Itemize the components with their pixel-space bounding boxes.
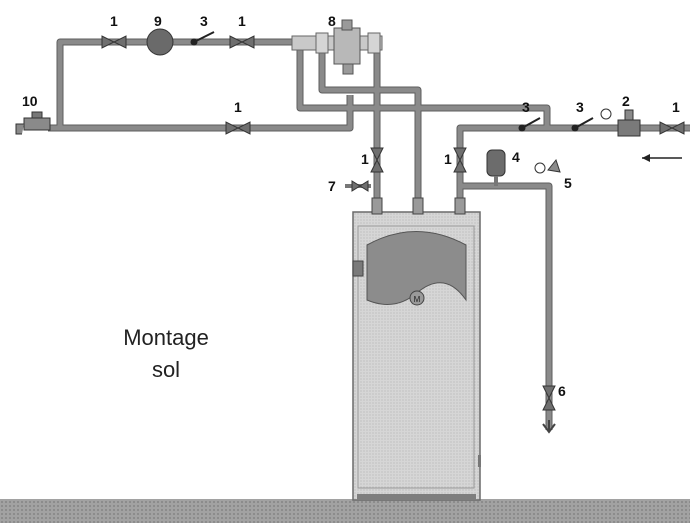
drain-icon [542,420,556,434]
label-1a: 1 [110,13,118,29]
pipe-network [48,38,690,430]
drain-valve-icon [345,180,371,192]
pump-icon [146,28,174,56]
valve-icon [101,35,685,411]
label-7: 7 [328,178,336,194]
mixing-valve-icon [291,19,383,75]
label-1c: 1 [234,99,242,115]
check-valve-icon [190,31,594,132]
pressure-reducer-icon [600,108,641,137]
safety-group-icon [534,158,561,174]
label-1e: 1 [444,151,452,167]
floor [0,499,690,523]
label-1b: 1 [238,13,246,29]
label-2: 2 [622,93,630,109]
label-1d: 1 [361,151,369,167]
label-3a: 3 [200,13,208,29]
label-4: 4 [512,149,520,165]
water-heater-tank: M [352,211,481,501]
label-9: 9 [154,13,162,29]
label-6: 6 [558,383,566,399]
label-5: 5 [564,175,572,191]
faucet-icon [15,111,51,135]
label-3c: 3 [576,99,584,115]
flow-arrow-icon [642,154,682,162]
label-1f: 1 [672,99,680,115]
svg-text:M: M [414,295,421,304]
caption-line-2: sol [152,357,180,382]
expansion-vessel-icon [486,149,506,186]
label-10: 10 [22,93,38,109]
inspection-hatch-icon [409,290,425,306]
caption-line-1: Montage [123,325,209,350]
label-3b: 3 [522,99,530,115]
label-8: 8 [328,13,336,29]
